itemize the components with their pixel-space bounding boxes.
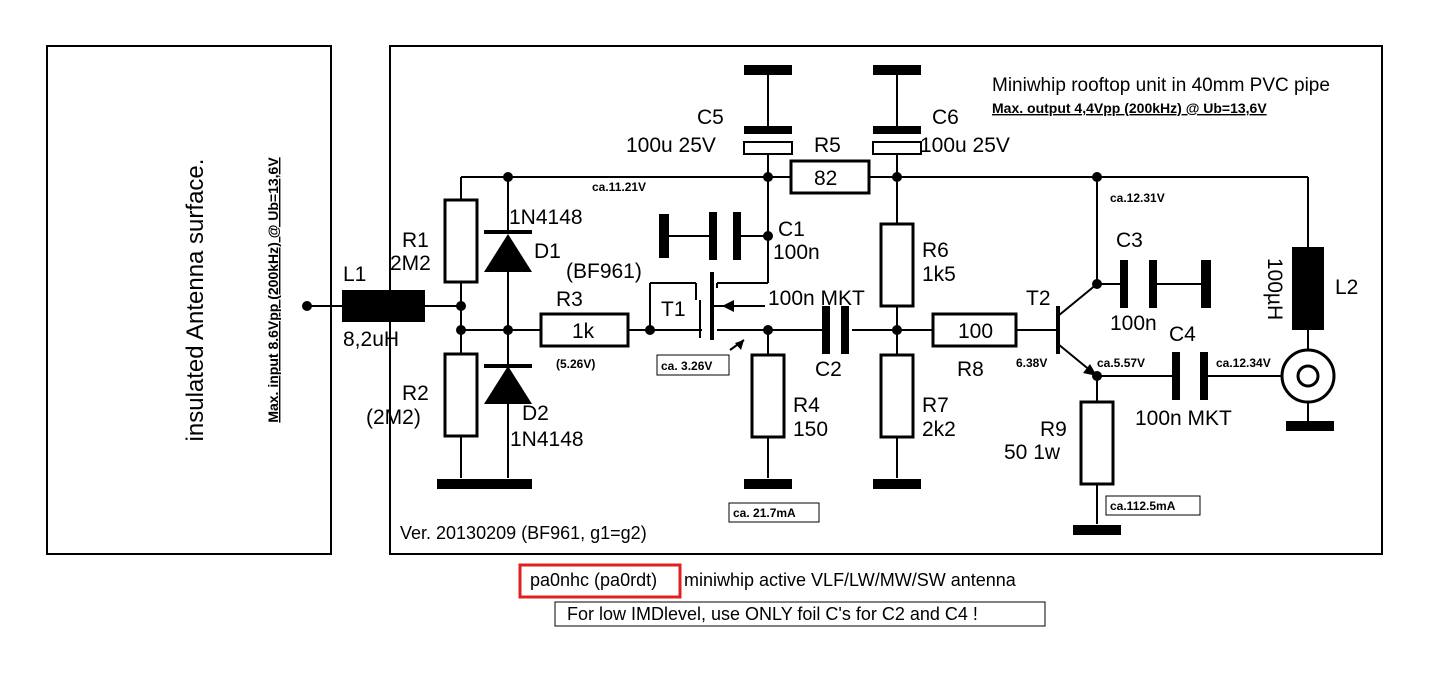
capacitor-c3 <box>1120 260 1157 308</box>
junction-dots <box>302 172 1102 381</box>
v-t2-emitter: ca.5.57V <box>1097 356 1145 370</box>
header-max-output: Max. output 4,4Vpp (200kHz) @ Ub=13,6V <box>992 100 1267 116</box>
resistor-r4 <box>750 353 786 439</box>
resistor-r2 <box>443 352 479 438</box>
v-t1: ca. 3.26V <box>661 359 712 373</box>
r3-name: R3 <box>556 288 583 311</box>
capacitor-c5 <box>743 126 793 155</box>
r2-value: (2M2) <box>366 406 421 429</box>
c1-value: 100n <box>773 241 820 264</box>
diode-d1 <box>484 230 532 272</box>
r8-value: 100 <box>958 320 993 343</box>
author-highlight-box <box>518 563 682 599</box>
d2-name: D2 <box>522 402 549 425</box>
l2-name: L2 <box>1335 276 1358 299</box>
t1-part: (BF961) <box>566 260 642 283</box>
resistor-r9 <box>1079 400 1115 486</box>
r2-name: R2 <box>402 382 429 405</box>
inductor-l1 <box>342 290 425 322</box>
c5-name: C5 <box>697 106 724 129</box>
resistor-r3 <box>539 312 630 348</box>
v-supply-right: ca.12.31V <box>1110 191 1165 205</box>
i-t2: ca.112.5mA <box>1110 499 1176 513</box>
v-r3: (5.26V) <box>556 357 595 371</box>
r7-name: R7 <box>922 394 949 417</box>
antenna-surface-label: insulated Antenna surface. <box>182 159 209 442</box>
i-t2-box <box>1105 495 1201 516</box>
max-input-label: Max. input 8.6Vpp (200kHz) @ Ub=13,6V <box>265 157 281 423</box>
d1-name: D1 <box>534 240 561 263</box>
c2-name: C2 <box>815 358 842 381</box>
c5-value: 100u 25V <box>626 134 716 157</box>
resistor-r6 <box>879 222 915 308</box>
r3-value: 1k <box>572 320 595 343</box>
l1-name: L1 <box>343 263 366 286</box>
v-t2-base: 6.38V <box>1016 356 1047 370</box>
r6-value: 1k5 <box>922 263 956 286</box>
r1-value: 2M2 <box>390 252 431 275</box>
d2-part: 1N4148 <box>510 428 584 451</box>
resistor-r5 <box>789 159 871 195</box>
l2-value: 100µH <box>1263 258 1286 320</box>
c6-value: 100u 25V <box>920 134 1010 157</box>
r9-name: R9 <box>1040 418 1067 441</box>
t1-name: T1 <box>661 298 686 321</box>
c3-value: 100n <box>1110 312 1157 335</box>
t2-name: T2 <box>1026 287 1051 310</box>
r5-value: 82 <box>814 167 837 190</box>
resistor-r7 <box>879 353 915 439</box>
header-title: Miniwhip rooftop unit in 40mm PVC pipe <box>992 75 1330 96</box>
transistor-t1 <box>699 272 765 351</box>
r4-value: 150 <box>793 418 828 441</box>
resistor-r1 <box>443 198 479 284</box>
c4-value: 100n MKT <box>1135 407 1232 430</box>
c6-name: C6 <box>932 106 959 129</box>
footer-note-box <box>554 601 1046 627</box>
capacitor-c1 <box>664 212 741 260</box>
d1-part: 1N4148 <box>509 206 583 229</box>
footer-note: For low IMDlevel, use ONLY foil C's for … <box>567 604 978 624</box>
transistor-t2 <box>1056 283 1098 377</box>
capacitor-c6 <box>872 126 922 155</box>
r6-name: R6 <box>922 239 949 262</box>
resistor-r8 <box>931 312 1018 348</box>
capacitor-c4 <box>1172 352 1208 400</box>
diode-d2 <box>484 364 532 404</box>
r8-name: R8 <box>957 358 984 381</box>
c1-name: C1 <box>778 218 805 241</box>
version-label: Ver. 20130209 (BF961, g1=g2) <box>400 523 647 543</box>
capacitor-c2 <box>816 306 849 354</box>
footer-author: pa0nhc (pa0rdt) <box>530 570 657 590</box>
i-t1-box <box>728 502 820 523</box>
l1-value: 8,2uH <box>343 328 399 351</box>
v-t1-box <box>656 354 730 376</box>
r5-name: R5 <box>814 134 841 157</box>
bnc-output-connector <box>1280 348 1336 404</box>
inductor-l2 <box>1292 247 1324 330</box>
v-output: ca.12.34V <box>1216 356 1271 370</box>
r9-value: 50 1w <box>1004 441 1061 464</box>
c4-name: C4 <box>1169 323 1196 346</box>
i-t1: ca. 21.7mA <box>733 506 796 520</box>
ground-bars <box>437 65 1334 535</box>
r7-value: 2k2 <box>922 418 956 441</box>
r4-name: R4 <box>793 394 820 417</box>
c3-name: C3 <box>1116 229 1143 252</box>
c2-value: 100n MKT <box>768 287 865 310</box>
antenna-panel-frame <box>46 45 332 555</box>
v-supply-left: ca.11.21V <box>592 180 646 194</box>
footer-description: miniwhip active VLF/LW/MW/SW antenna <box>684 570 1017 590</box>
r1-name: R1 <box>402 229 429 252</box>
